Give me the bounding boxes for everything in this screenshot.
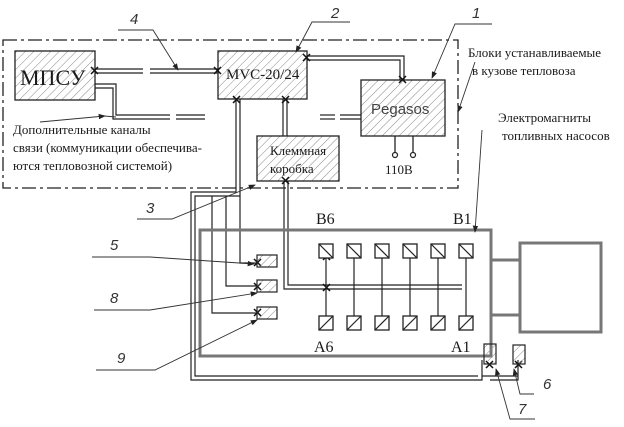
mpsu-block: МПСУ	[14, 50, 96, 101]
mvc-block: MVC-20/24	[217, 50, 308, 100]
pump-label-a6: A6	[314, 339, 334, 356]
extra-channels-note: связи (коммуникации обеспечива-	[13, 140, 202, 155]
leader-lines	[39, 21, 535, 420]
pump-label-b6: B6	[316, 211, 335, 228]
sensor-5	[256, 254, 278, 268]
pump-label-b1: B1	[453, 211, 472, 228]
sensor-6	[512, 344, 526, 365]
terminal-box-label: коробка	[270, 161, 314, 176]
callout-8: 8	[110, 290, 119, 307]
extra-channels-note: Дополнительные каналы	[13, 122, 151, 137]
callout-4: 4	[130, 11, 138, 28]
power-terminal	[409, 151, 417, 159]
callout-3: 3	[146, 200, 155, 217]
solenoids-note: Электромагниты	[498, 110, 591, 125]
callout-2: 2	[330, 5, 340, 22]
sensor-7	[483, 343, 497, 365]
callout-5: 5	[110, 237, 119, 254]
pump-solenoids	[318, 243, 474, 331]
terminal-box: Клеммная коробка	[256, 135, 340, 182]
body-units-note: в кузове тепловоза	[472, 63, 576, 78]
sensors	[256, 254, 526, 365]
solenoids-note: топливных насосов	[502, 128, 610, 143]
callout-6: 6	[543, 376, 552, 393]
pump-label-a1: A1	[451, 339, 471, 356]
body-units-boundary	[2, 39, 459, 189]
sensor-9	[256, 306, 278, 320]
terminal-box-label: Клеммная	[270, 143, 326, 158]
extra-channels-note: ются тепловозной системой)	[13, 158, 172, 173]
power-label: 110В	[385, 162, 413, 177]
mpsu-label: МПСУ	[20, 65, 86, 90]
pegasos-label: Pegasos	[371, 101, 429, 118]
engine-outline	[198, 228, 603, 358]
mvc-label: MVC-20/24	[226, 67, 300, 83]
power-terminal	[391, 151, 399, 159]
body-units-note: Блоки устанавливаемые	[468, 45, 601, 60]
sensor-8	[256, 279, 278, 293]
pegasos-block: Pegasos 110В	[360, 79, 446, 177]
callout-9: 9	[117, 350, 126, 367]
callout-7: 7	[518, 401, 527, 418]
callout-1: 1	[472, 5, 480, 22]
